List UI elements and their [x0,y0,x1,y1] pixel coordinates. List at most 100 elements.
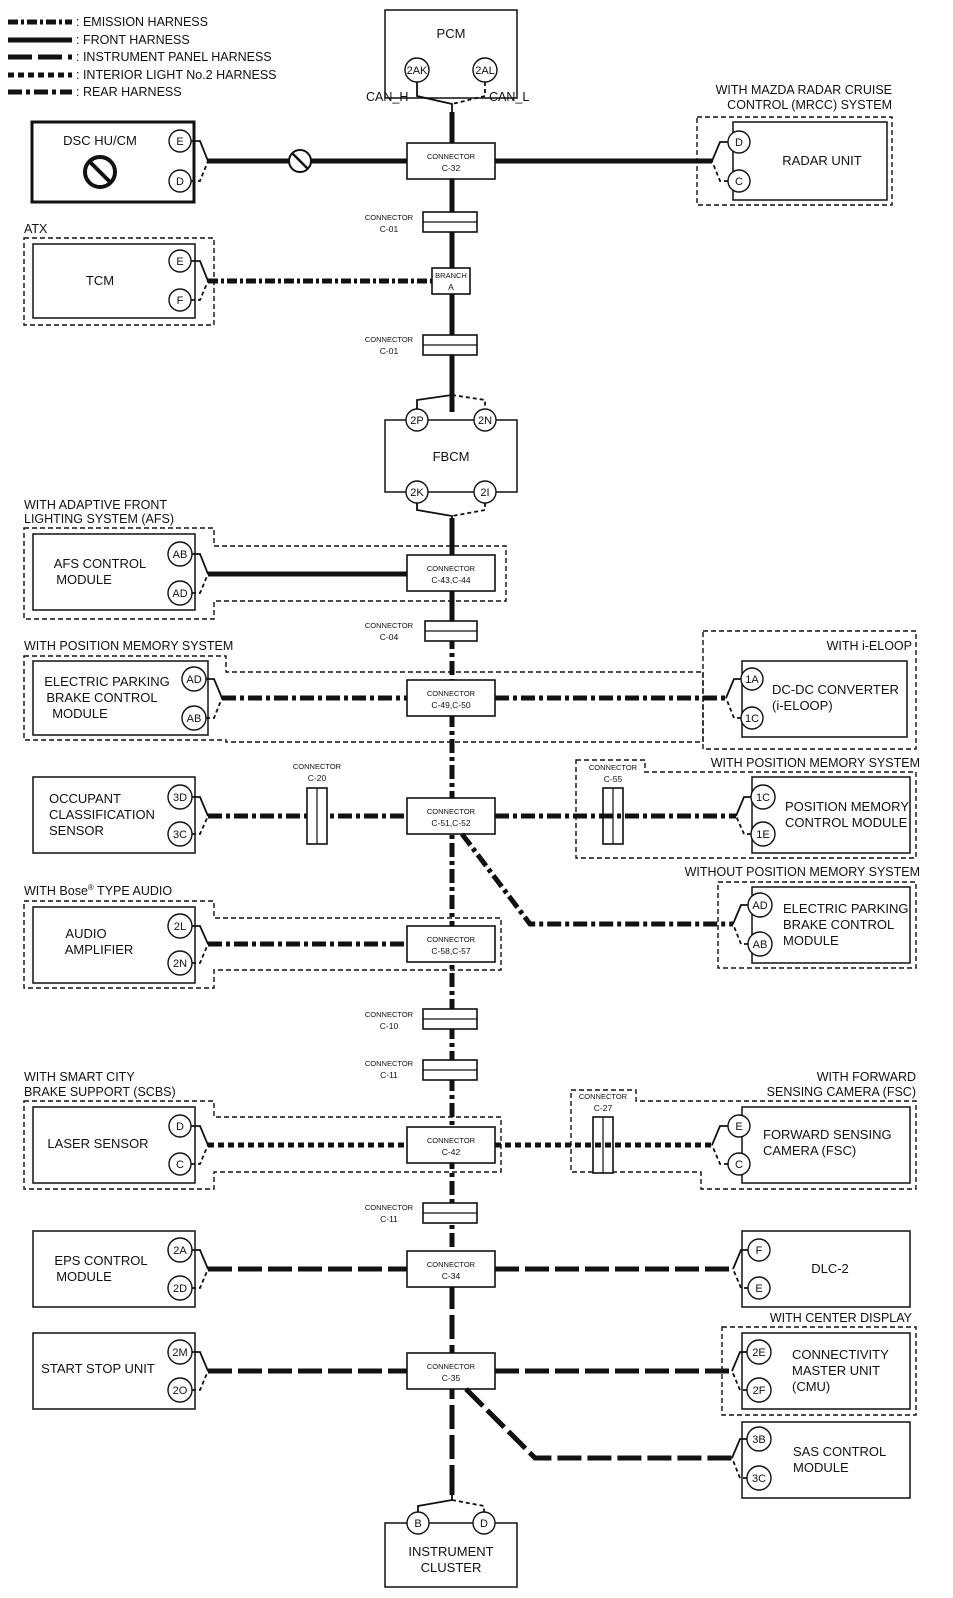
epb2-label-3: MODULE [783,933,839,948]
legend-front-label: : FRONT HARNESS [76,33,190,47]
connector-c55-word: CONNECTOR [589,763,638,772]
connector-c11-upper: CONNECTOR C-11 [365,1059,478,1081]
afs-condition-1: WITH ADAPTIVE FRONT [24,498,167,512]
connector-c42-word: CONNECTOR [427,1136,476,1145]
connector-c43: CONNECTOR C-43,C-44 [406,554,496,592]
dsc-pin-e-label: E [176,136,183,148]
connector-c58-box [406,925,496,963]
start-stop-module: START STOP UNIT 2M 2O [32,1332,407,1410]
fbcm-label: FBCM [433,449,470,464]
laser-option-outline [23,1100,502,1190]
connector-c20-id: C-20 [308,773,327,783]
connector-c51: CONNECTOR C-51,C-52 [406,797,496,835]
sas-pin-3c-label: 3C [752,1473,766,1485]
pcm-module: PCM 2AK 2AL CAN_H CAN_L [366,9,529,112]
epb2-condition: WITHOUT POSITION MEMORY SYSTEM [685,865,920,879]
connector-c42-id: C-42 [442,1147,461,1157]
connector-c10: CONNECTOR C-10 [365,1008,478,1031]
branch-a-box [431,267,471,295]
dcdc-box [741,660,908,738]
epb-without-memory-module: WITHOUT POSITION MEMORY SYSTEM ELECTRIC … [460,832,920,969]
eps-label-2: MODULE [56,1269,112,1284]
laser-pin-c-label: C [176,1159,184,1171]
connector-c49-box [406,679,496,717]
fsc-condition-2: SENSING CAMERA (FSC) [767,1085,916,1099]
fsc-pin-e-label: E [735,1121,742,1133]
ssu-pin-2o-label: 2O [173,1385,188,1397]
cmu-pin-2e-label: 2E [752,1347,765,1359]
tcm-pin-f-label: F [177,295,184,307]
epb1-option-outline [23,655,704,743]
fbcm-module: FBCM 2P 2N 2K 2I [384,385,518,520]
connector-c32-id: C-32 [442,163,461,173]
afs-condition-2: LIGHTING SYSTEM (AFS) [24,512,174,526]
amp-label-1: AUDIO [65,926,106,941]
ocs-label-2: CLASSIFICATION [49,807,155,822]
epb1-condition: WITH POSITION MEMORY SYSTEM [24,639,233,653]
connector-c35-id: C-35 [442,1373,461,1383]
epb2-pin-ab-label: AB [753,939,768,951]
afs-pin-ad-label: AD [172,588,187,600]
amp-box [32,906,196,984]
connector-c10-word: CONNECTOR [365,1010,414,1019]
epb2-option-outline [717,881,917,969]
amp-option-outline [23,900,502,989]
instrument-cluster-module: INSTRUMENT CLUSTER B D [384,1493,518,1588]
fbcm-pin-2n [473,408,497,432]
fsc-label-2: CAMERA (FSC) [763,1143,856,1158]
tcm-box [32,243,196,319]
ocs-pin-3d-label: 3D [173,792,187,804]
connector-c35-word: CONNECTOR [427,1362,476,1371]
epb-with-memory-module: WITH POSITION MEMORY SYSTEM ELECTRIC PAR… [23,639,704,743]
sas-label-1: SAS CONTROL [793,1444,886,1459]
ssu-box [32,1332,196,1410]
connector-c32-box [406,142,496,180]
connector-c11-lower: CONNECTOR C-11 [365,1202,478,1224]
radar-condition-2: CONTROL (MRCC) SYSTEM [727,98,892,112]
afs-label-1: AFS CONTROL [54,556,146,571]
can-h-label: CAN_H [366,90,408,104]
pmcm-box [751,776,911,854]
dsc-label: DSC HU/CM [63,133,137,148]
connector-c51-id: C-51,C-52 [431,818,470,828]
ic-pin-b [406,1511,430,1535]
pmcm-label-1: POSITION MEMORY [785,799,909,814]
audio-amp-module: WITH Bose® TYPE AUDIO AUDIO AMPLIFIER 2L… [23,883,502,989]
prohibited-icon [83,155,117,189]
ic-pin-d-label: D [480,1518,488,1530]
pmcm-module: WITH POSITION MEMORY SYSTEM CONNECTOR C-… [495,756,920,859]
radar-box [732,121,888,201]
connector-c49-word: CONNECTOR [427,689,476,698]
connector-c04-id: C-04 [380,632,399,642]
afs-box [32,533,196,611]
connector-c43-id: C-43,C-44 [431,575,470,585]
fsc-condition-1: WITH FORWARD [817,1070,916,1084]
fsc-option-outline [570,1089,917,1190]
connector-c34: CONNECTOR C-34 [406,1250,496,1288]
connector-c01b-word: CONNECTOR [365,335,414,344]
amp-label-2: AMPLIFIER [65,942,134,957]
connector-c27-id: C-27 [594,1103,613,1113]
ocs-box [32,776,196,854]
prohibited-icon [288,149,312,173]
connector-c27-word: CONNECTOR [579,1092,628,1101]
ic-label-2: CLUSTER [421,1560,482,1575]
connector-c20-word: CONNECTOR [293,762,342,771]
can-l-label: CAN_L [489,90,529,104]
connector-c11-word: CONNECTOR [365,1059,414,1068]
pmcm-pin-1e-label: 1E [756,829,769,841]
ssu-label: START STOP UNIT [41,1361,155,1376]
fbcm-pin-2i-label: 2I [480,487,489,499]
connector-c43-box [406,554,496,592]
connector-c51-word: CONNECTOR [427,807,476,816]
laser-label: LASER SENSOR [47,1136,148,1151]
connector-c58-id: C-58,C-57 [431,946,470,956]
connector-c04-word: CONNECTOR [365,621,414,630]
connector-c01-id: C-01 [380,224,399,234]
pmcm-condition: WITH POSITION MEMORY SYSTEM [711,756,920,770]
connector-c42-box [406,1126,496,1164]
connector-c32-word: CONNECTOR [427,152,476,161]
pcm-label: PCM [437,26,466,41]
connector-c51-box [406,797,496,835]
